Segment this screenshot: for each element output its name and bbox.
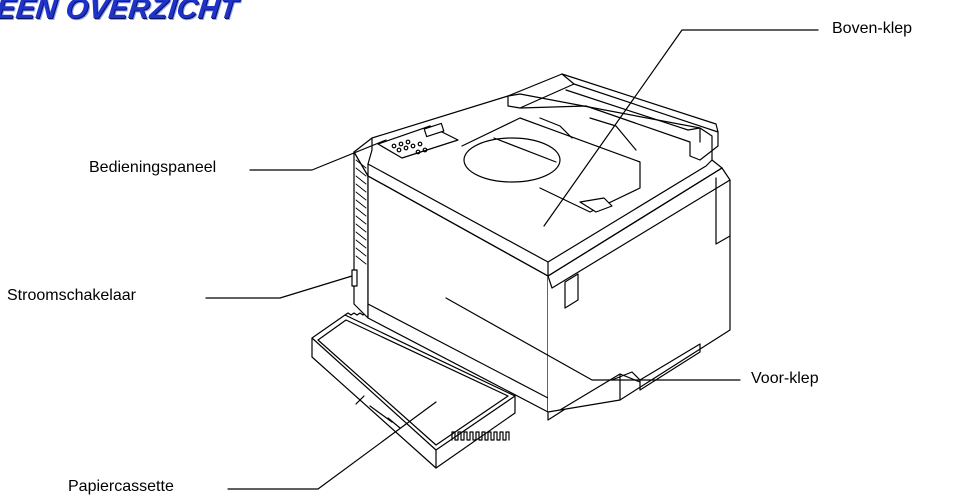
label-front-cover: Voor-klep	[751, 370, 819, 387]
label-top-cover: Boven-klep	[832, 20, 913, 37]
label-power-switch: Stroomschakelaar	[7, 287, 136, 304]
leader-paper-cassette	[227, 401, 437, 490]
label-control-panel: Bedieningspaneel	[89, 159, 217, 176]
paper-cassette-drawing	[311, 312, 516, 469]
leader-power-switch	[205, 275, 353, 299]
leader-top-cover	[543, 29, 819, 227]
printer-body-drawing	[351, 73, 731, 421]
leader-control-panel	[249, 139, 387, 171]
leader-front-cover	[445, 297, 741, 381]
label-paper-cassette: Papiercassette	[68, 478, 174, 495]
